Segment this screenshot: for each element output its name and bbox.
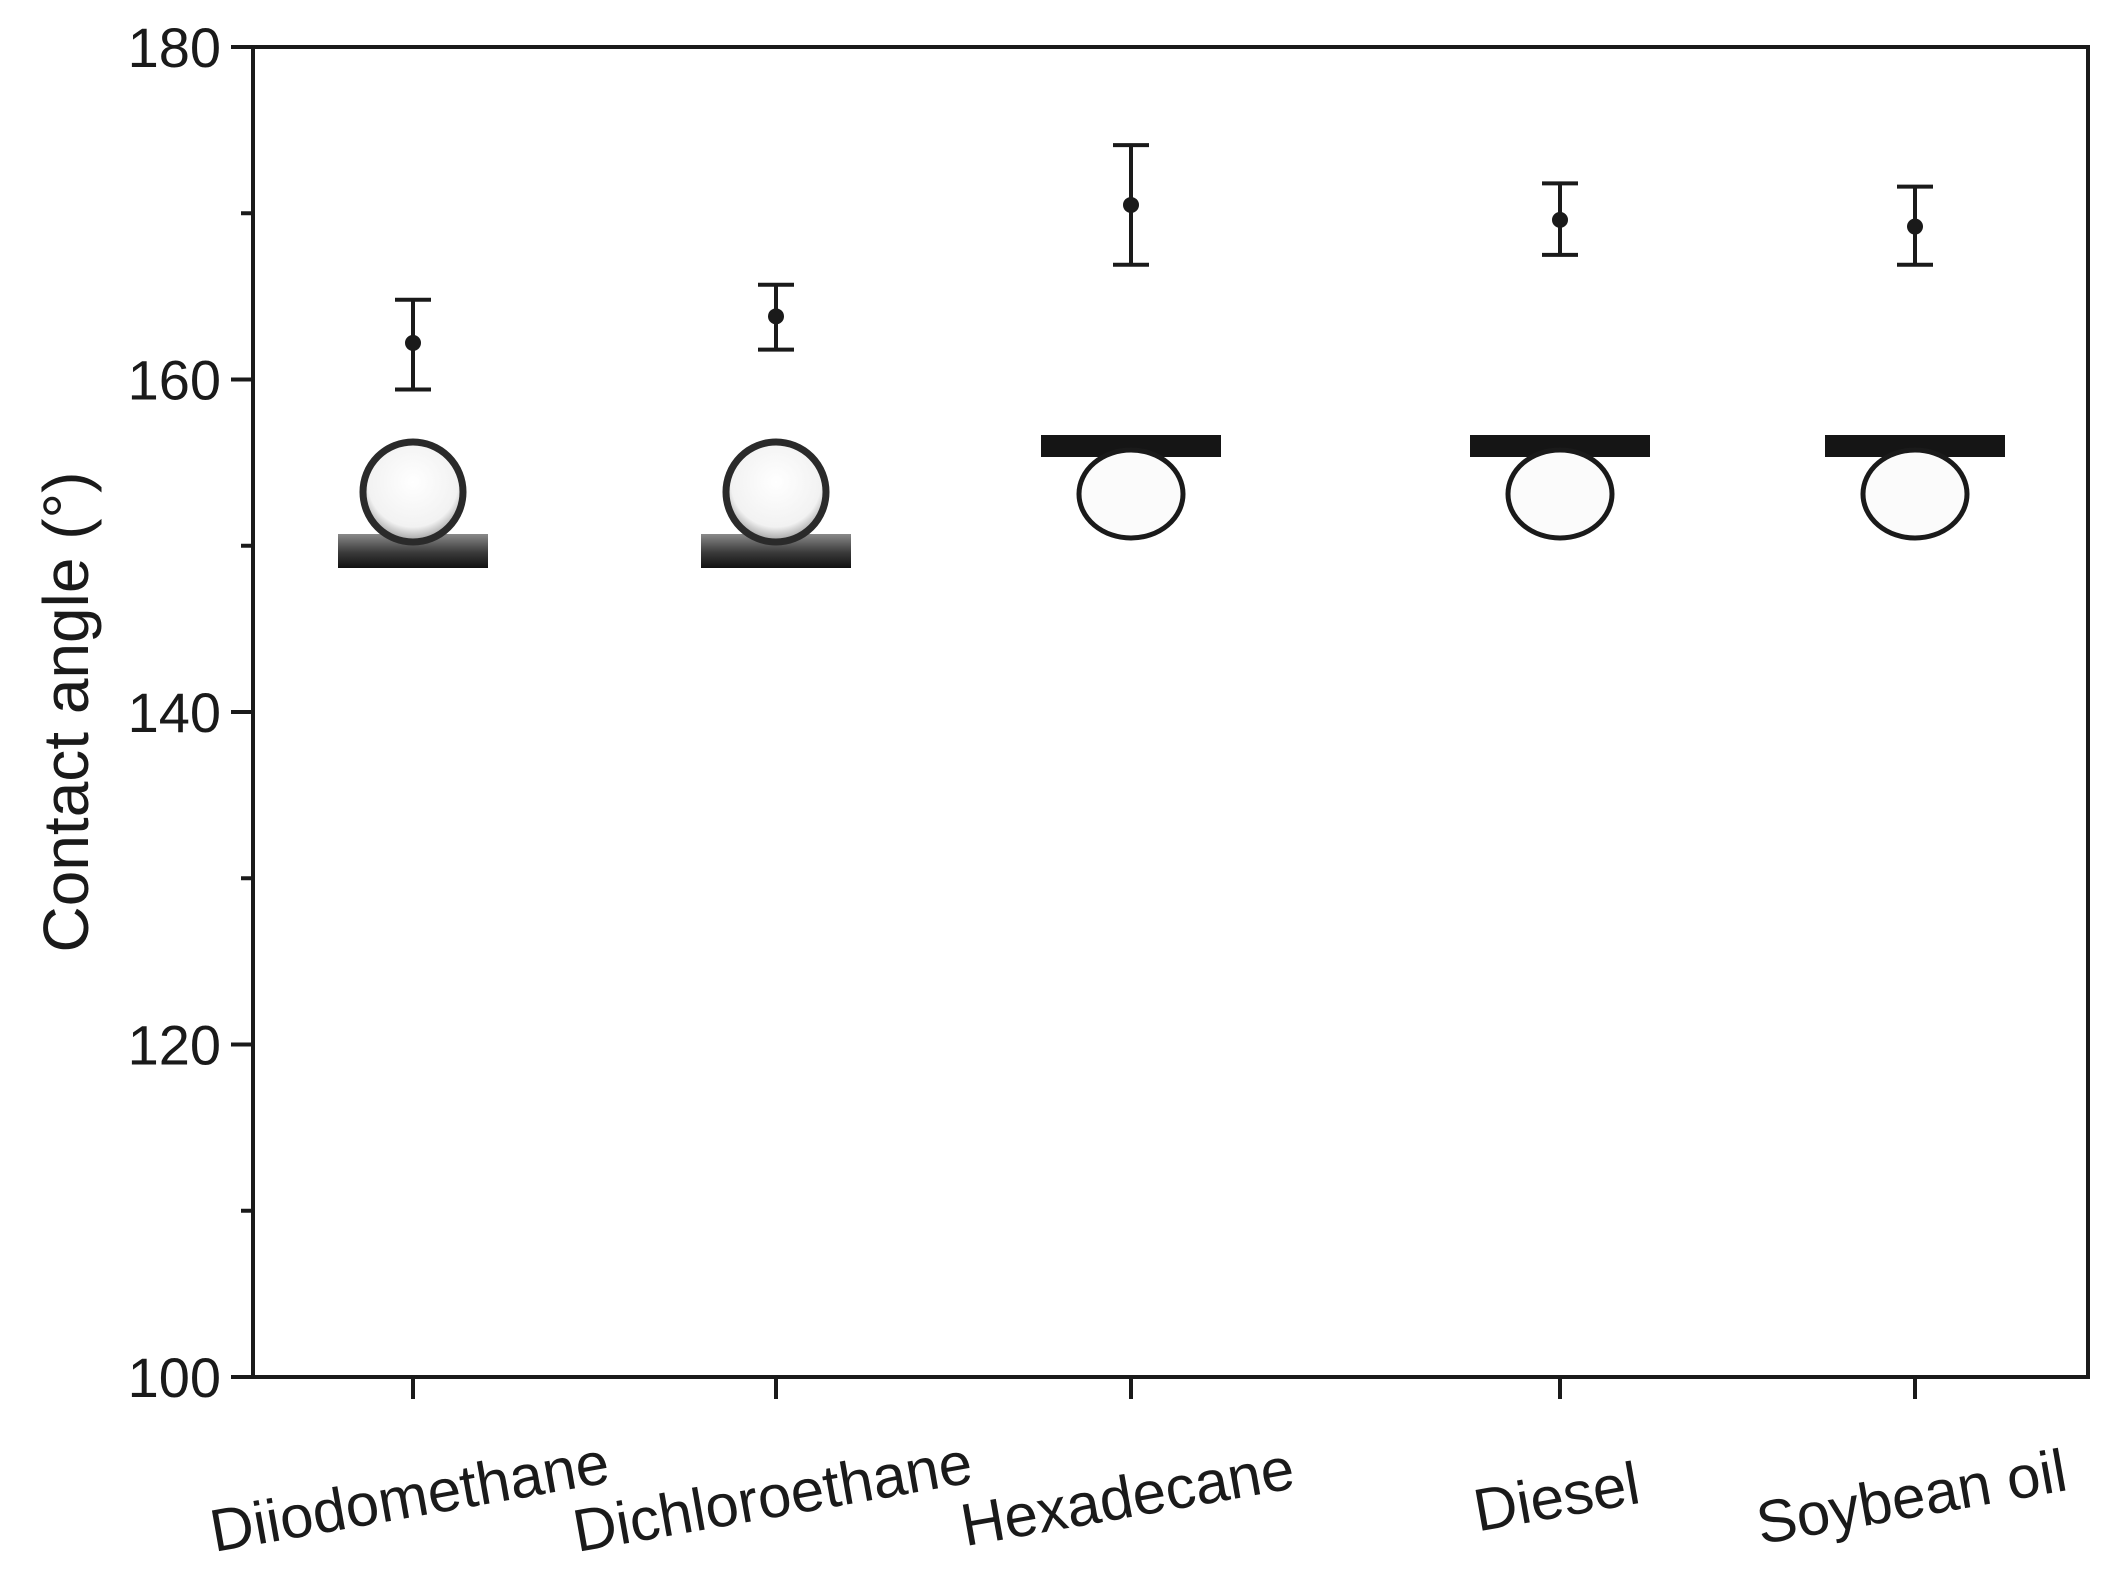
y-axis: 100 120 140 160 180 xyxy=(128,16,253,1409)
data-marker xyxy=(1552,211,1568,228)
x-category-label: Dichloroethane xyxy=(568,1429,977,1565)
x-category-label: Diiodomethane xyxy=(205,1429,614,1565)
droplet-icon xyxy=(1860,447,1970,541)
data-point xyxy=(395,297,431,392)
plot-area-border xyxy=(251,45,2090,1379)
data-markers xyxy=(395,143,1933,392)
droplet-icon xyxy=(1076,447,1186,541)
data-marker xyxy=(768,308,784,325)
y-tick-label: 120 xyxy=(128,1014,221,1077)
droplet-inset xyxy=(1470,435,1650,541)
surface-substrate xyxy=(1470,435,1650,457)
y-tick-label: 160 xyxy=(128,349,221,412)
data-point xyxy=(1897,184,1933,267)
surface-substrate xyxy=(1825,435,2005,457)
droplet-insets xyxy=(338,435,2005,568)
droplet-icon xyxy=(722,438,830,546)
plot-frame xyxy=(251,45,2090,1379)
droplet-icon xyxy=(359,438,467,546)
droplet-icon xyxy=(1505,447,1615,541)
droplet-inset xyxy=(338,438,488,568)
x-category-label: Hexadecane xyxy=(956,1435,1299,1559)
droplet-inset xyxy=(1041,435,1221,541)
data-marker xyxy=(1123,196,1139,213)
y-tick-label: 100 xyxy=(128,1346,221,1409)
y-tick-label: 180 xyxy=(128,16,221,79)
data-point xyxy=(1542,181,1578,257)
data-point xyxy=(1113,143,1149,267)
data-marker xyxy=(405,334,421,351)
y-axis-title: Contact angle (°) xyxy=(30,472,102,953)
data-marker xyxy=(1907,218,1923,235)
droplet-inset xyxy=(701,438,851,568)
droplet-inset xyxy=(1825,435,2005,541)
y-tick-label: 140 xyxy=(128,681,221,744)
x-category-label: Diesel xyxy=(1469,1449,1645,1544)
surface-substrate xyxy=(1041,435,1221,457)
data-point xyxy=(758,282,794,352)
x-category-label: Soybean oil xyxy=(1751,1437,2071,1557)
